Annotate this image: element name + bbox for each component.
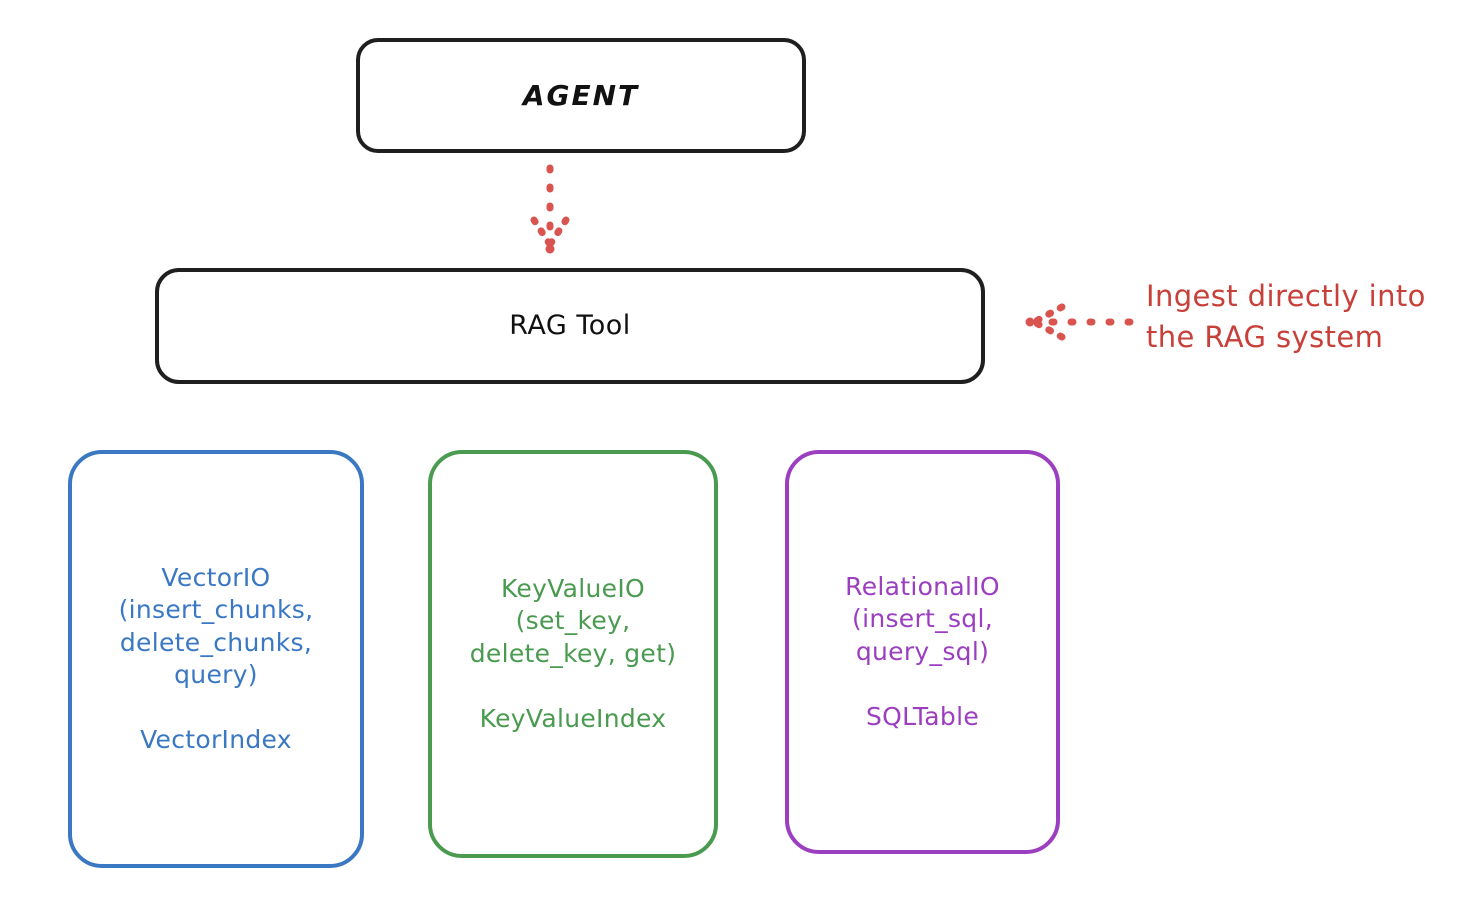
node-relational-io-label: RelationalIO (insert_sql, query_sql) SQL… (845, 571, 1000, 731)
edge-agent-to-rag-tool (530, 164, 570, 254)
node-rag-tool-label: RAG Tool (509, 309, 631, 341)
node-key-value-io-label: KeyValueIO (set_key, delete_key, get) Ke… (469, 573, 677, 733)
node-agent-label: AGENT (522, 78, 640, 112)
node-key-value-io[interactable]: KeyValueIO (set_key, delete_key, get) Ke… (428, 450, 718, 858)
node-vector-io-label: VectorIO (insert_chunks, delete_chunks, … (118, 562, 314, 755)
annotation-ingest: Ingest directly into the RAG system (1146, 279, 1426, 355)
node-agent[interactable]: AGENT (356, 38, 806, 153)
node-vector-io[interactable]: VectorIO (insert_chunks, delete_chunks, … (68, 450, 364, 868)
node-relational-io[interactable]: RelationalIO (insert_sql, query_sql) SQL… (785, 450, 1060, 854)
node-rag-tool[interactable]: RAG Tool (155, 268, 985, 384)
edge-annotation-to-rag-tool (1025, 303, 1134, 341)
